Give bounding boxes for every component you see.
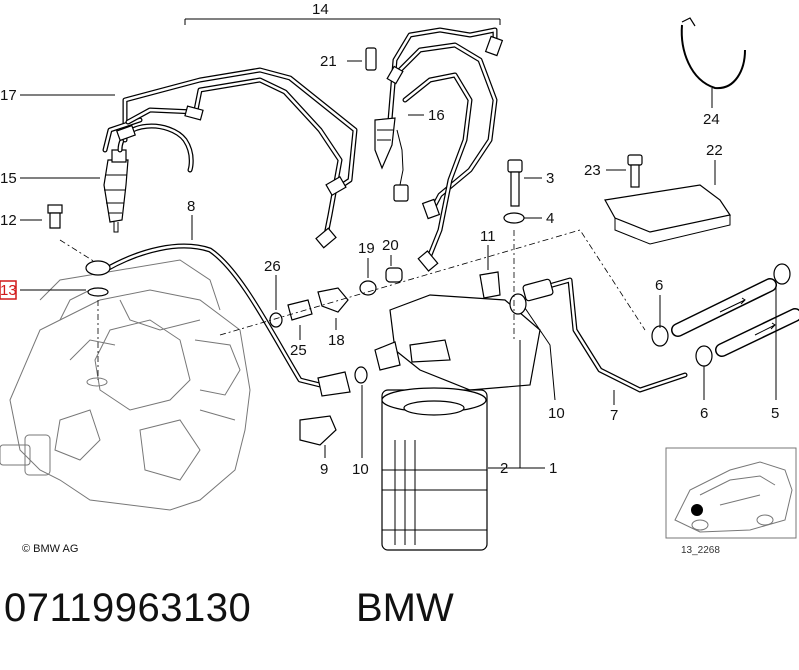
bracket-22 bbox=[604, 154, 731, 245]
callout-13-highlight-box bbox=[0, 280, 17, 300]
callout-6-upper: 6 bbox=[655, 277, 663, 294]
callout-9: 9 bbox=[320, 461, 328, 478]
callout-13: 13 bbox=[0, 282, 17, 299]
callout-4: 4 bbox=[546, 210, 554, 227]
callout-24: 24 bbox=[703, 111, 720, 128]
callout-12: 12 bbox=[0, 212, 17, 229]
injection-lines bbox=[102, 27, 504, 272]
figure-id: 13_2268 bbox=[681, 545, 720, 556]
callout-7: 7 bbox=[610, 407, 618, 424]
callout-14: 14 bbox=[312, 1, 329, 18]
sleeve-21 bbox=[365, 47, 377, 71]
callout-8: 8 bbox=[187, 198, 195, 215]
location-marker bbox=[691, 504, 703, 516]
brand-name: BMW bbox=[356, 586, 454, 630]
callout-5: 5 bbox=[771, 405, 779, 422]
callout-22: 22 bbox=[706, 142, 723, 159]
callout-1: 1 bbox=[549, 460, 557, 477]
callout-17: 17 bbox=[0, 87, 17, 104]
callout-18: 18 bbox=[328, 332, 345, 349]
callout-10-right: 10 bbox=[548, 405, 565, 422]
callout-3: 3 bbox=[546, 170, 554, 187]
callout-16: 16 bbox=[428, 107, 445, 124]
o-ring-10 bbox=[509, 293, 527, 315]
callout-26: 26 bbox=[264, 258, 281, 275]
injector bbox=[103, 149, 129, 233]
callout-labels: 14 21 16 17 15 12 13 8 26 19 20 11 18 25… bbox=[0, 1, 779, 478]
bracket-9 bbox=[299, 415, 337, 446]
callout-23: 23 bbox=[584, 162, 601, 179]
fuel-filter bbox=[374, 271, 541, 551]
callout-25: 25 bbox=[290, 342, 307, 359]
callout-21: 21 bbox=[320, 53, 337, 70]
callout-15: 15 bbox=[0, 170, 17, 187]
injection-pump bbox=[0, 259, 251, 511]
callout-10-left: 10 bbox=[352, 461, 369, 478]
callout-11: 11 bbox=[480, 228, 496, 245]
vehicle-location-inset: 13_2268 bbox=[665, 447, 797, 556]
injector-with-sensor bbox=[365, 47, 409, 202]
callout-19: 19 bbox=[358, 240, 375, 257]
sealing-ring-13 bbox=[87, 287, 109, 297]
callout-6-lower: 6 bbox=[700, 405, 708, 422]
hose-clamp-24 bbox=[680, 24, 746, 90]
callout-2: 2 bbox=[500, 460, 508, 477]
part-number: 07119963130 bbox=[4, 586, 252, 630]
fittings bbox=[269, 267, 403, 446]
banjo-bolt bbox=[47, 204, 111, 297]
copyright: © BMW AG bbox=[22, 543, 78, 555]
bolt-and-washer bbox=[503, 159, 525, 224]
clip-11 bbox=[479, 271, 501, 299]
callout-20: 20 bbox=[382, 237, 399, 254]
fuel-hoses bbox=[651, 263, 799, 367]
leader-lines bbox=[20, 18, 777, 469]
